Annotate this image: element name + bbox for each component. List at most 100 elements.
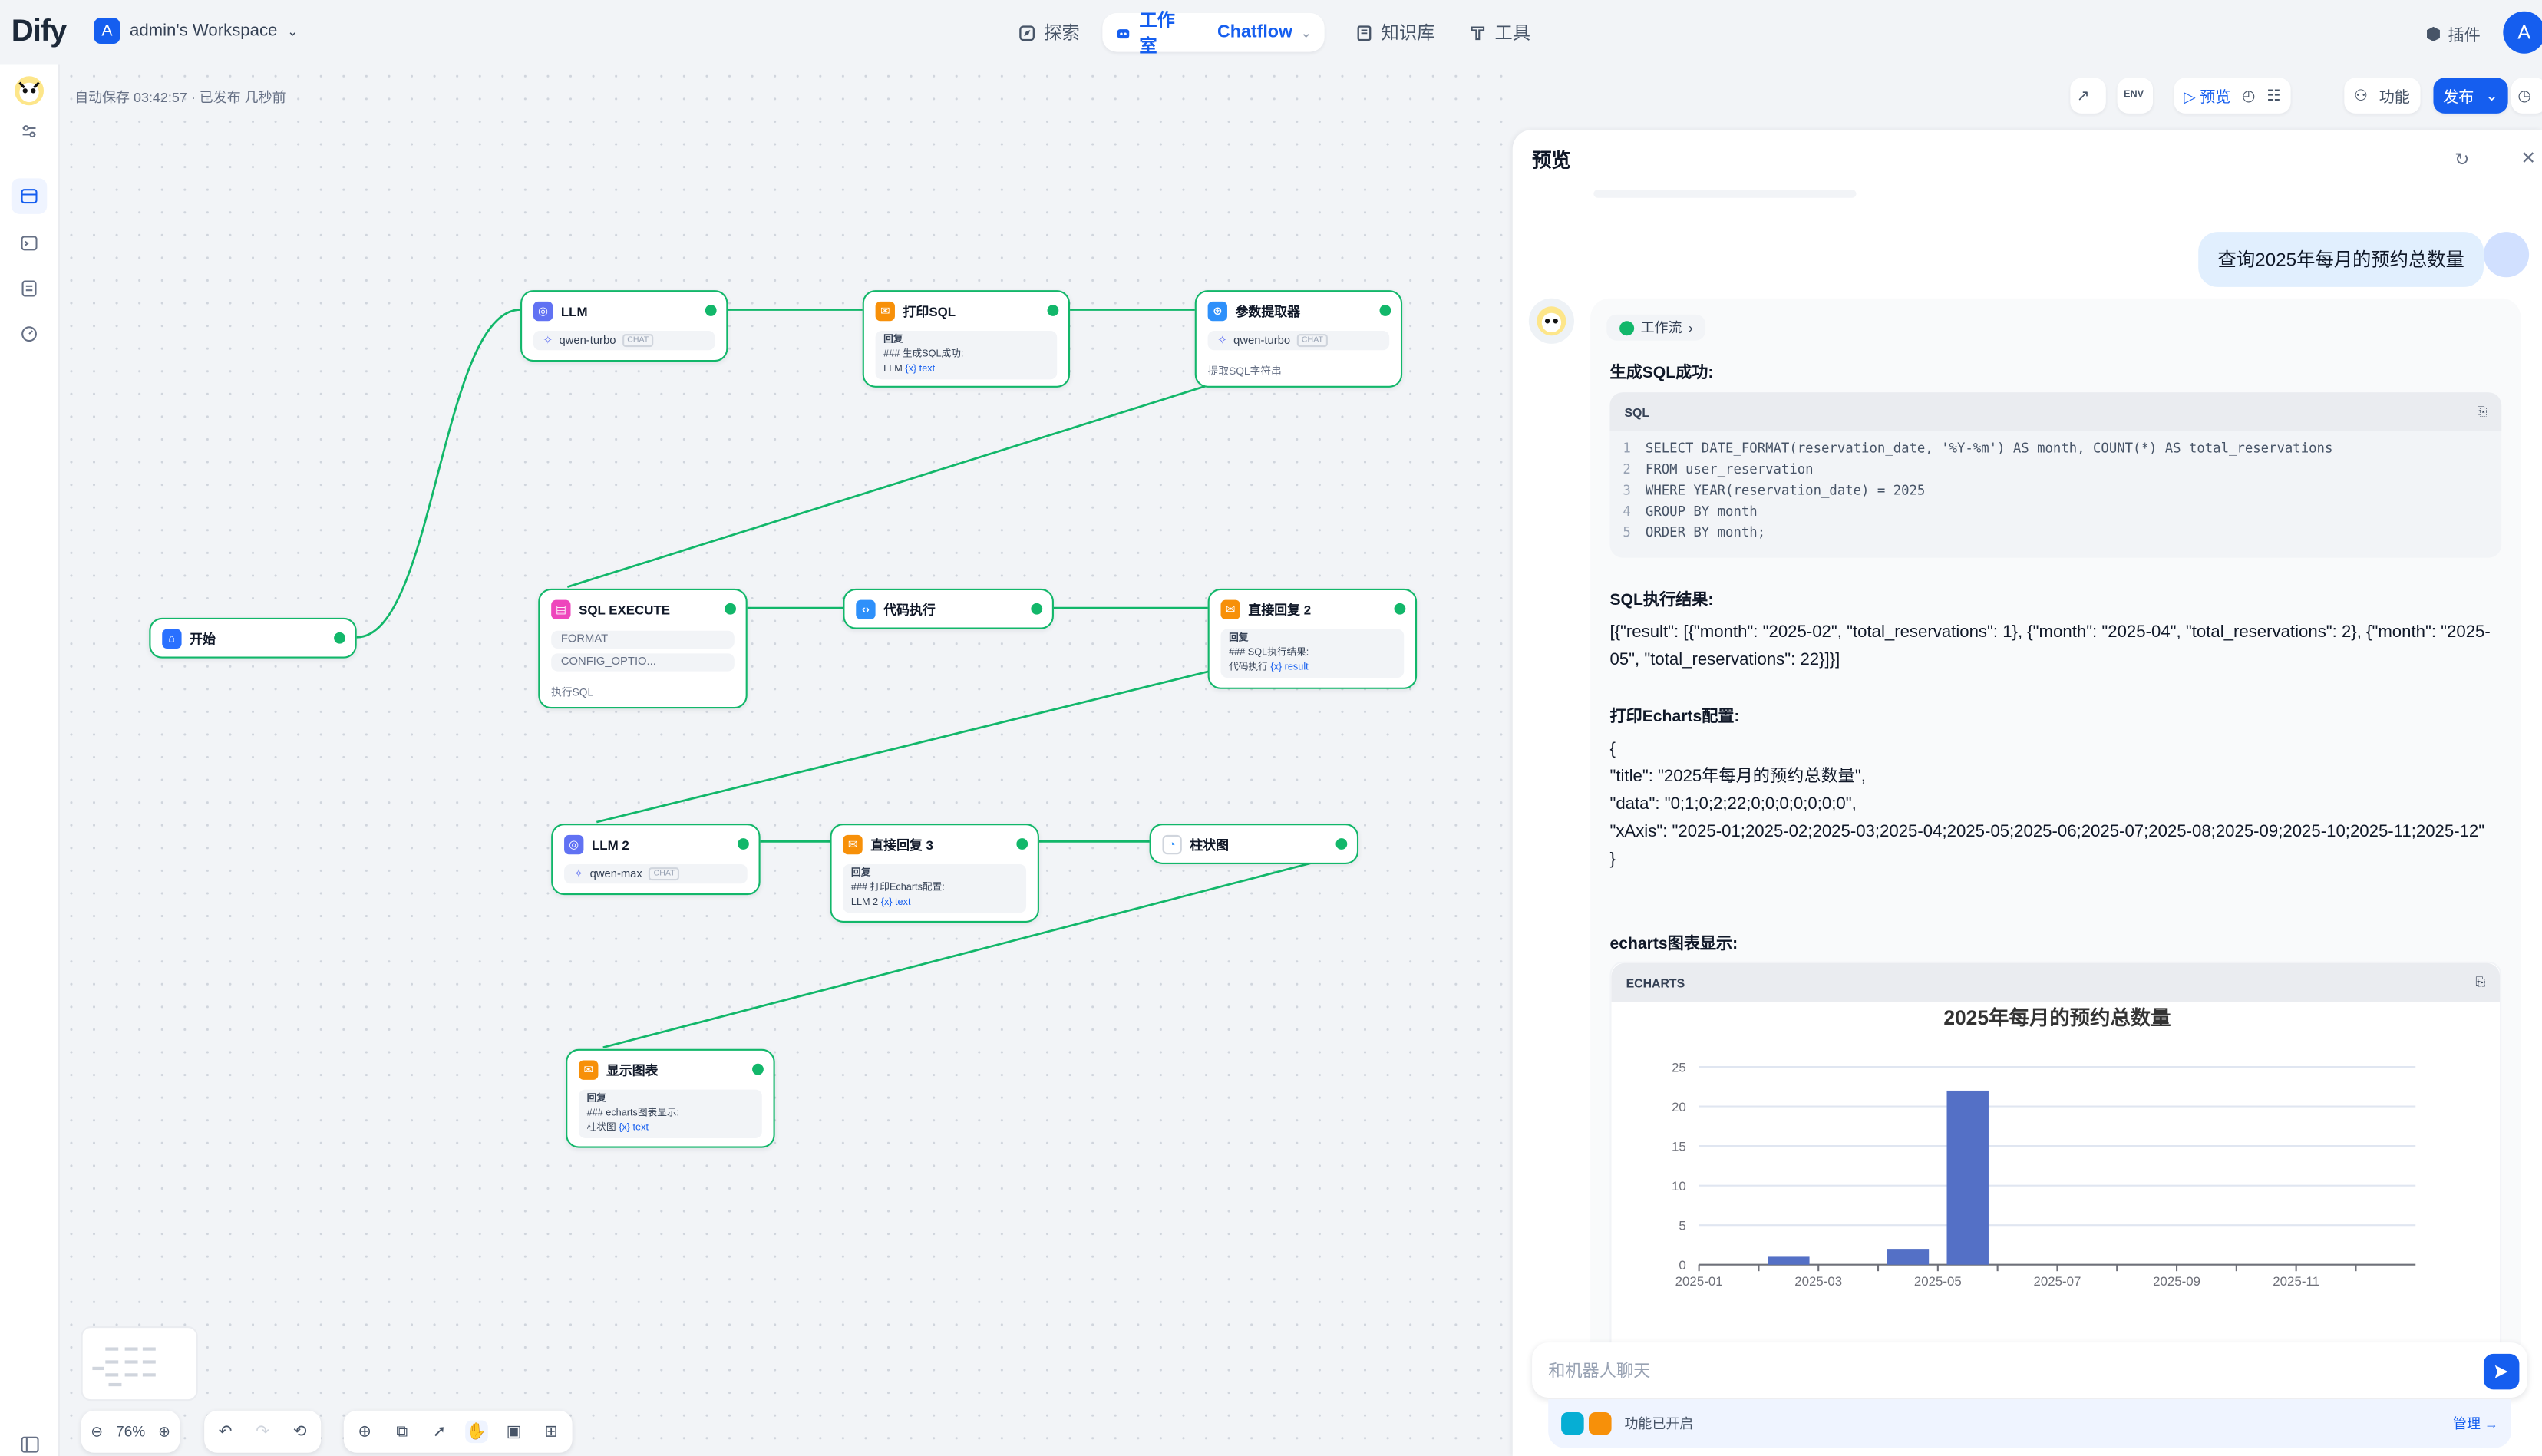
export-image-icon[interactable]: ▣ xyxy=(506,1422,522,1441)
nav-tools[interactable]: 工具 xyxy=(1456,13,1543,52)
success-check-icon xyxy=(725,603,736,615)
panel-title: 预览 xyxy=(1532,149,1571,172)
organize-icon[interactable]: ⊞ xyxy=(544,1422,559,1441)
config-line: } xyxy=(1609,849,1616,870)
success-check-icon xyxy=(738,838,749,850)
nav-studio[interactable]: 工作室 Chatflow ⌄ xyxy=(1102,12,1325,57)
features-enabled-text: 功能已开启 xyxy=(1624,1415,1694,1432)
node-show-chart[interactable]: ✉显示图表 回复 ### echarts图表显示: 柱状图 {x} text xyxy=(566,1048,775,1148)
terminal-icon[interactable] xyxy=(15,229,44,258)
model-name: qwen-turbo xyxy=(559,335,616,347)
chevron-down-icon: ⌄ xyxy=(2485,87,2498,105)
var-source: LLM 2 xyxy=(850,898,879,908)
node-start[interactable]: ⌂开始 xyxy=(149,617,357,659)
settings-sliders-icon[interactable] xyxy=(15,117,44,146)
reply-label: 回复 xyxy=(850,869,871,879)
monitor-icon[interactable] xyxy=(15,319,44,348)
node-bar-chart[interactable]: ◔柱状图 xyxy=(1149,824,1359,864)
hammer-icon xyxy=(1471,25,1485,40)
manage-features-link[interactable]: 管理 → xyxy=(2453,1415,2498,1432)
restart-icon[interactable]: ↻ xyxy=(2454,150,2470,170)
bar-2025-04 xyxy=(1887,1249,1930,1265)
plugins-label: 插件 xyxy=(2448,27,2481,46)
x-tick-label: 2025-09 xyxy=(2153,1274,2200,1289)
close-icon[interactable]: ✕ xyxy=(2521,149,2537,169)
node-llm-title: LLM xyxy=(560,304,588,319)
reply-preview: 回复 ### 生成SQL成功: LLM {x} text xyxy=(875,330,1058,380)
preview-button[interactable]: ▷ 预览 xyxy=(2184,89,2231,107)
collapse-sidebar-icon[interactable] xyxy=(15,1430,44,1456)
user-message: 查询2025年每月的预约总数量 xyxy=(2198,232,2484,287)
node-title: 柱状图 xyxy=(1190,837,1230,853)
plugins-button[interactable]: 插件 xyxy=(2425,21,2481,45)
app-icon[interactable] xyxy=(13,74,45,107)
success-check-icon xyxy=(1031,603,1043,615)
success-check-icon xyxy=(334,632,345,644)
copy-icon[interactable]: ⎘ xyxy=(2475,974,2486,989)
model-mode-tag: CHAT xyxy=(622,334,654,348)
node-reply-2[interactable]: ✉直接回复 2 回复 ### SQL执行结果: 代码执行 {x} result xyxy=(1207,588,1418,689)
code-lang: SQL xyxy=(1624,404,1650,420)
version-history-button[interactable]: ◷ xyxy=(2511,78,2542,114)
var-source: 代码执行 xyxy=(1229,663,1268,673)
y-tick-label: 0 xyxy=(1679,1258,1685,1273)
workspace-switcher[interactable]: A admin's Workspace ⌄ xyxy=(94,18,298,45)
node-code[interactable]: ‹›代码执行 xyxy=(843,588,1054,629)
node-title: 直接回复 2 xyxy=(1248,602,1312,617)
code-icon: ‹› xyxy=(856,599,876,619)
zoom-in-icon[interactable]: ⊕ xyxy=(158,1422,171,1439)
copy-icon[interactable]: ⎘ xyxy=(2477,404,2488,419)
add-note-icon[interactable]: ⧉ xyxy=(396,1422,408,1441)
node-print-sql[interactable]: ✉打印SQL 回复 ### 生成SQL成功: LLM {x} text xyxy=(862,290,1071,388)
model-name: qwen-max xyxy=(589,868,642,880)
env-button[interactable]: ENV xyxy=(2117,78,2154,114)
send-button[interactable] xyxy=(2483,1353,2520,1390)
workflow-canvas[interactable] xyxy=(60,64,1513,1456)
model-icon: ✧ xyxy=(1217,335,1227,348)
feature-icon-2 xyxy=(1589,1411,1612,1435)
publish-button[interactable]: 发布⌄ xyxy=(2433,78,2508,114)
features-button[interactable]: ⚇功能 xyxy=(2344,78,2420,114)
env-label: ENV xyxy=(2124,91,2144,101)
chat-input[interactable]: 和机器人聊天 xyxy=(1532,1342,2527,1398)
model-icon: ✧ xyxy=(543,335,553,348)
undo-icon[interactable]: ↶ xyxy=(218,1422,233,1441)
node-reply-3[interactable]: ✉直接回复 3 回复 ### 打印Echarts配置: LLM 2 {x} te… xyxy=(830,824,1039,923)
import-dsl-button[interactable]: ↗ xyxy=(2070,78,2106,114)
edge-reply2-llm2 xyxy=(596,670,1210,824)
nav-explore[interactable]: 探索 xyxy=(1005,13,1093,52)
zoom-level[interactable]: 76% xyxy=(116,1423,146,1440)
clock-icon: ◷ xyxy=(2517,87,2531,105)
model-row: ✧ qwen-turbo CHAT xyxy=(533,330,715,351)
history-icon[interactable]: ⟲ xyxy=(292,1422,307,1441)
llm-icon: ◎ xyxy=(564,834,584,855)
node-sql-execute[interactable]: ▤SQL EXECUTE FORMAT CONFIG_OPTIO... 执行SQ… xyxy=(538,588,748,709)
add-node-icon[interactable]: ⊕ xyxy=(358,1422,372,1441)
zoom-out-icon[interactable]: ⊖ xyxy=(91,1422,104,1439)
success-check-icon xyxy=(1016,838,1028,850)
orchestrate-icon[interactable] xyxy=(11,178,48,214)
pointer-icon[interactable]: ➚ xyxy=(432,1422,447,1441)
bar-2025-05 xyxy=(1946,1090,1989,1265)
logs-icon[interactable] xyxy=(15,274,44,303)
chart-title: 2025年每月的预约总数量 xyxy=(1943,1006,2171,1029)
hand-icon[interactable]: ✋ xyxy=(465,1420,488,1444)
var-ref: 代码执行 {x} result xyxy=(1229,662,1396,676)
app-type-selector[interactable]: Chatflow xyxy=(1217,22,1293,42)
config-line: { xyxy=(1609,739,1616,759)
workflow-process-toggle[interactable]: 工作流 › xyxy=(1606,314,1706,341)
nav-knowledge[interactable]: 知识库 xyxy=(1342,13,1448,52)
minimap[interactable] xyxy=(81,1326,198,1402)
dify-logo[interactable]: Dify xyxy=(12,15,68,50)
success-check-icon xyxy=(752,1063,764,1075)
user-avatar[interactable]: A xyxy=(2503,11,2542,54)
variables-icon[interactable]: ☷ xyxy=(2266,87,2281,105)
redo-icon[interactable]: ↷ xyxy=(256,1422,270,1441)
checklist-icon[interactable]: ◴ xyxy=(2242,87,2256,105)
